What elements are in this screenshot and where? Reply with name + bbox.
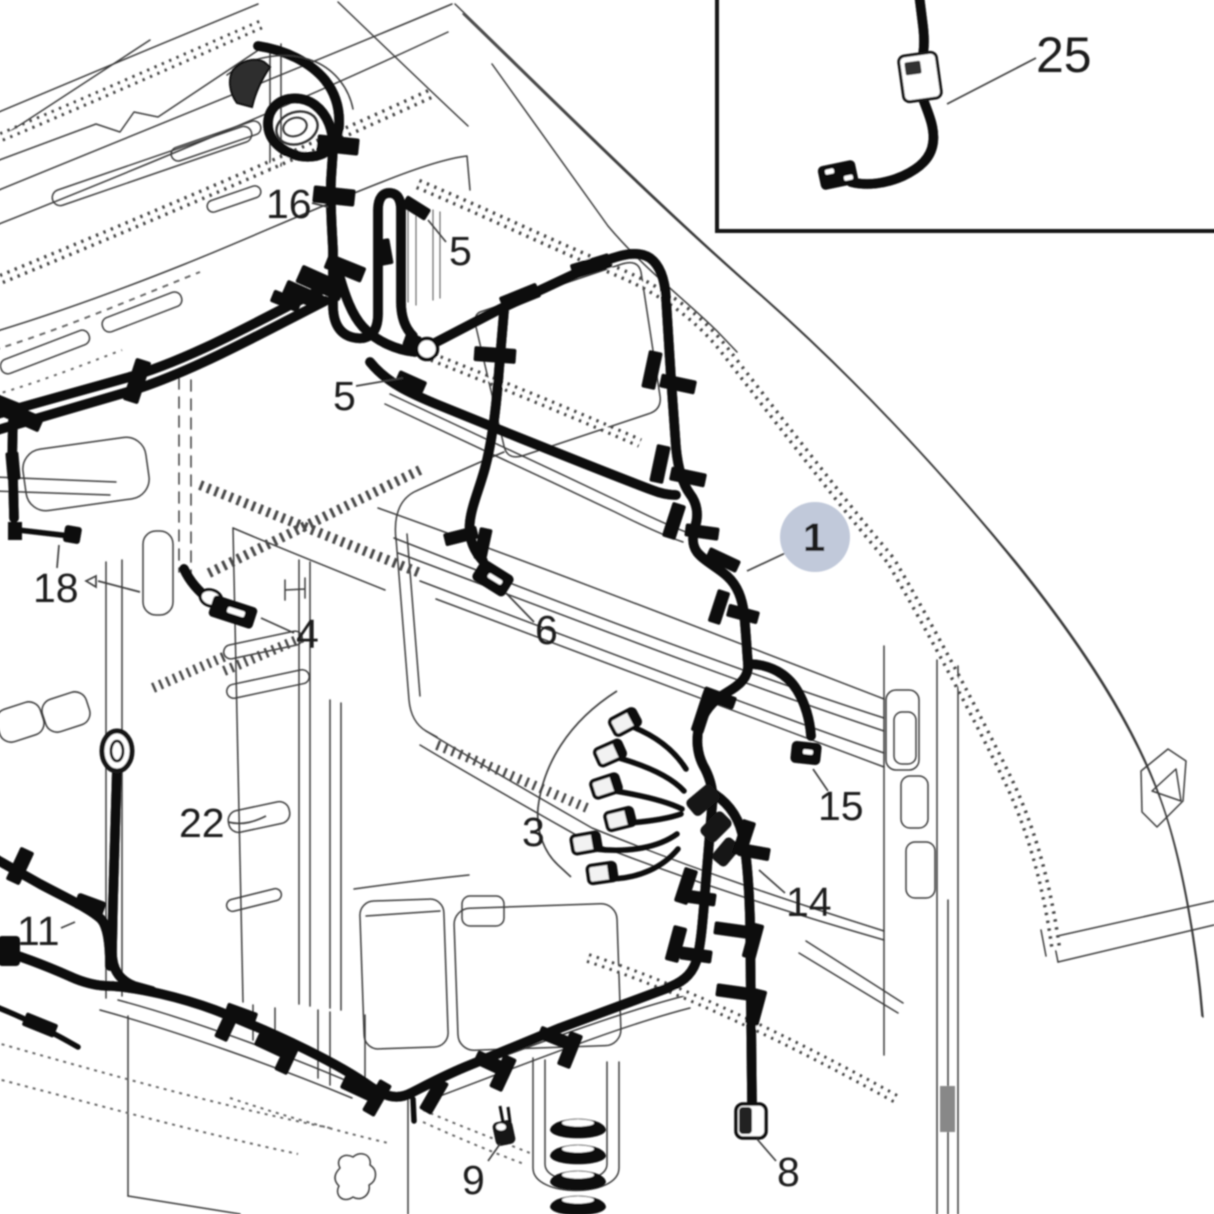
svg-text:5: 5 xyxy=(449,228,472,274)
svg-text:5: 5 xyxy=(333,373,356,419)
svg-text:14: 14 xyxy=(786,879,832,925)
svg-text:16: 16 xyxy=(266,181,312,227)
svg-text:11: 11 xyxy=(17,908,60,954)
svg-text:22: 22 xyxy=(179,800,225,846)
svg-text:8: 8 xyxy=(777,1149,800,1195)
svg-text:1: 1 xyxy=(803,516,825,560)
svg-text:15: 15 xyxy=(818,783,864,829)
svg-text:3: 3 xyxy=(522,809,545,855)
svg-text:9: 9 xyxy=(462,1157,485,1203)
svg-text:4: 4 xyxy=(296,611,319,657)
svg-text:6: 6 xyxy=(535,607,558,653)
svg-text:25: 25 xyxy=(1036,27,1092,83)
svg-text:18: 18 xyxy=(33,565,79,611)
